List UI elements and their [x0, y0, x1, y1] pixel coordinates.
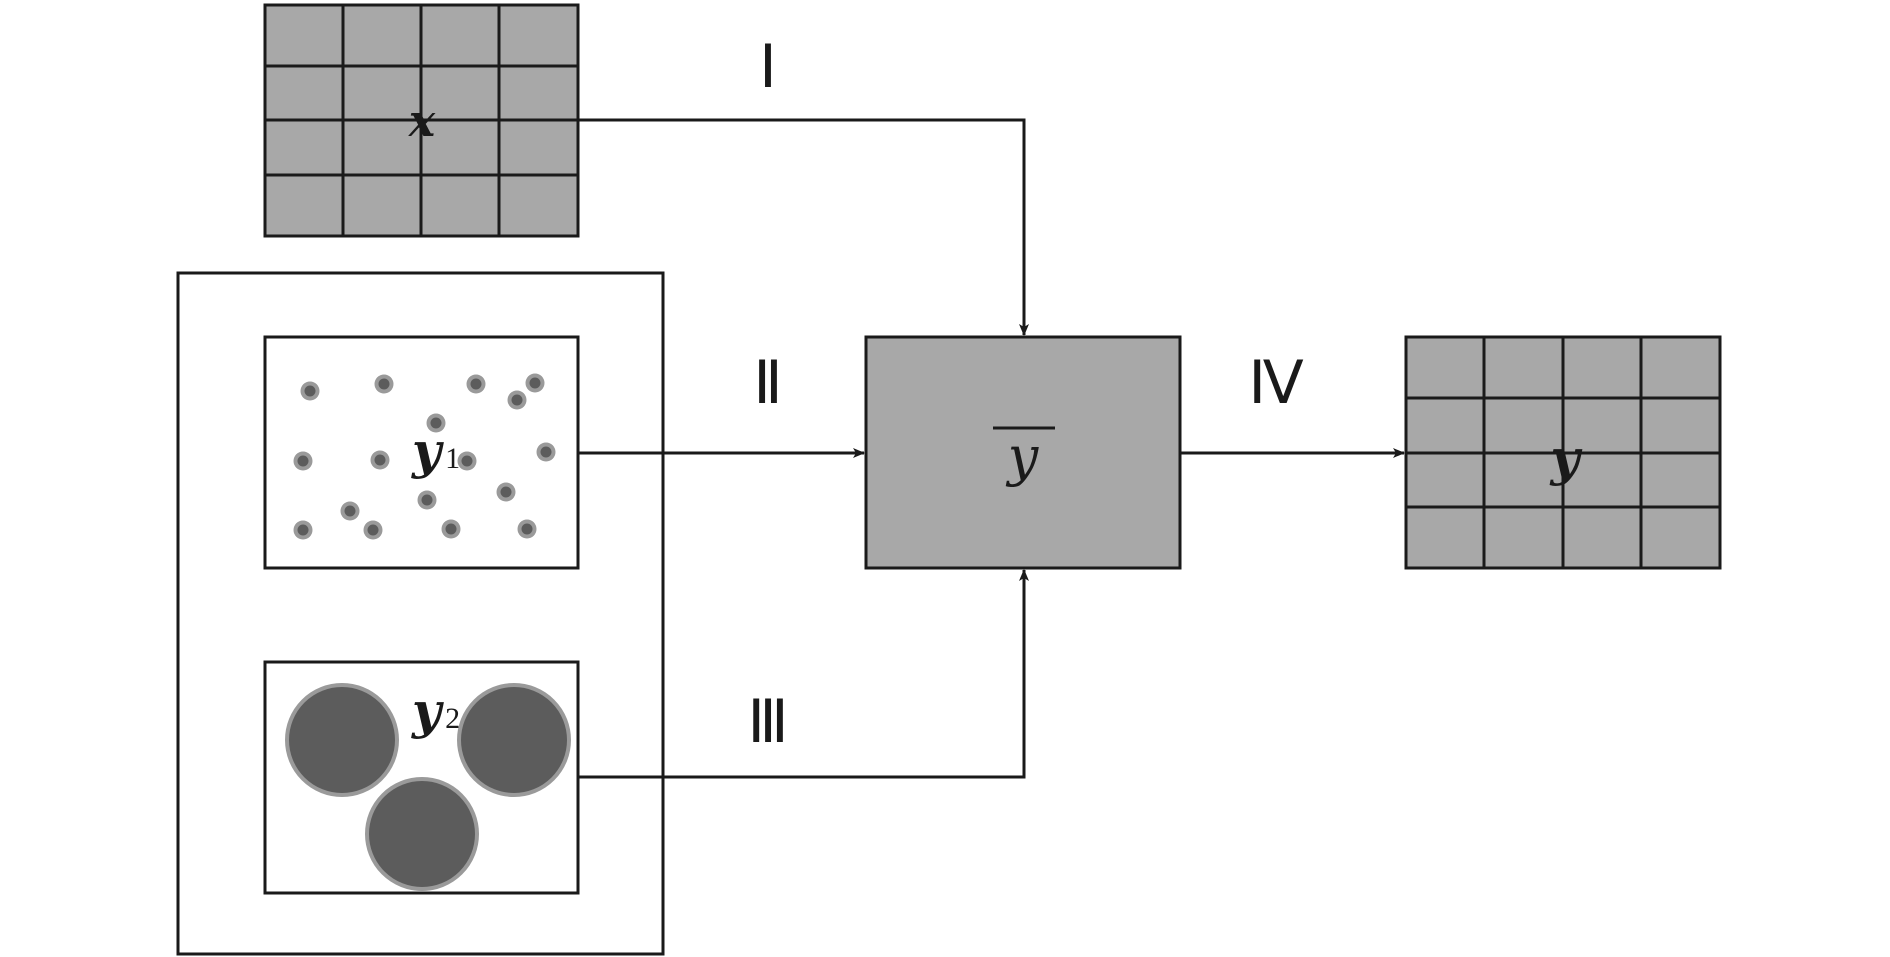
small-particle-icon	[293, 520, 313, 540]
path-iii-connector	[578, 569, 1029, 779]
path-iii-label: Ⅲ	[747, 689, 788, 755]
x-grid: x	[263, 3, 580, 238]
small-particle-icon	[441, 519, 461, 539]
y1-label-base: y	[411, 421, 444, 480]
inputs-container	[176, 271, 665, 956]
path-i-label: Ⅰ	[759, 34, 777, 100]
small-particle-icon	[536, 442, 556, 462]
large-particle-icon	[365, 777, 479, 891]
small-particle-icon	[417, 490, 437, 510]
small-particle-icon	[363, 520, 383, 540]
ybar-label: y	[1006, 425, 1040, 488]
y2-label-base: y	[411, 681, 444, 740]
small-particle-icon	[340, 501, 360, 521]
small-particle-icon	[507, 390, 527, 410]
small-particle-icon	[466, 374, 486, 394]
y2-label-sub: 2	[445, 702, 460, 735]
small-particle-icon	[293, 451, 313, 471]
small-particle-icon	[525, 373, 545, 393]
small-particle-icon	[496, 482, 516, 502]
small-particle-icon	[457, 451, 477, 471]
large-particles	[285, 683, 571, 891]
ybar-box: y	[864, 335, 1182, 570]
y1-label-sub: 1	[445, 442, 460, 475]
small-particles	[293, 373, 556, 540]
small-particle-icon	[300, 381, 320, 401]
large-particle-icon	[285, 683, 399, 797]
path-i-connector	[578, 118, 1029, 336]
large-particle-icon	[457, 683, 571, 797]
y-output-grid: y	[1404, 335, 1722, 570]
small-particle-icon	[517, 519, 537, 539]
small-particle-icon	[370, 450, 390, 470]
path-iv-label: Ⅳ	[1248, 350, 1303, 416]
y-output-label: y	[1549, 428, 1582, 487]
path-ii-label: Ⅱ	[753, 350, 783, 416]
x-label: x	[408, 96, 436, 147]
small-particle-icon	[374, 374, 394, 394]
small-particle-icon	[426, 413, 446, 433]
